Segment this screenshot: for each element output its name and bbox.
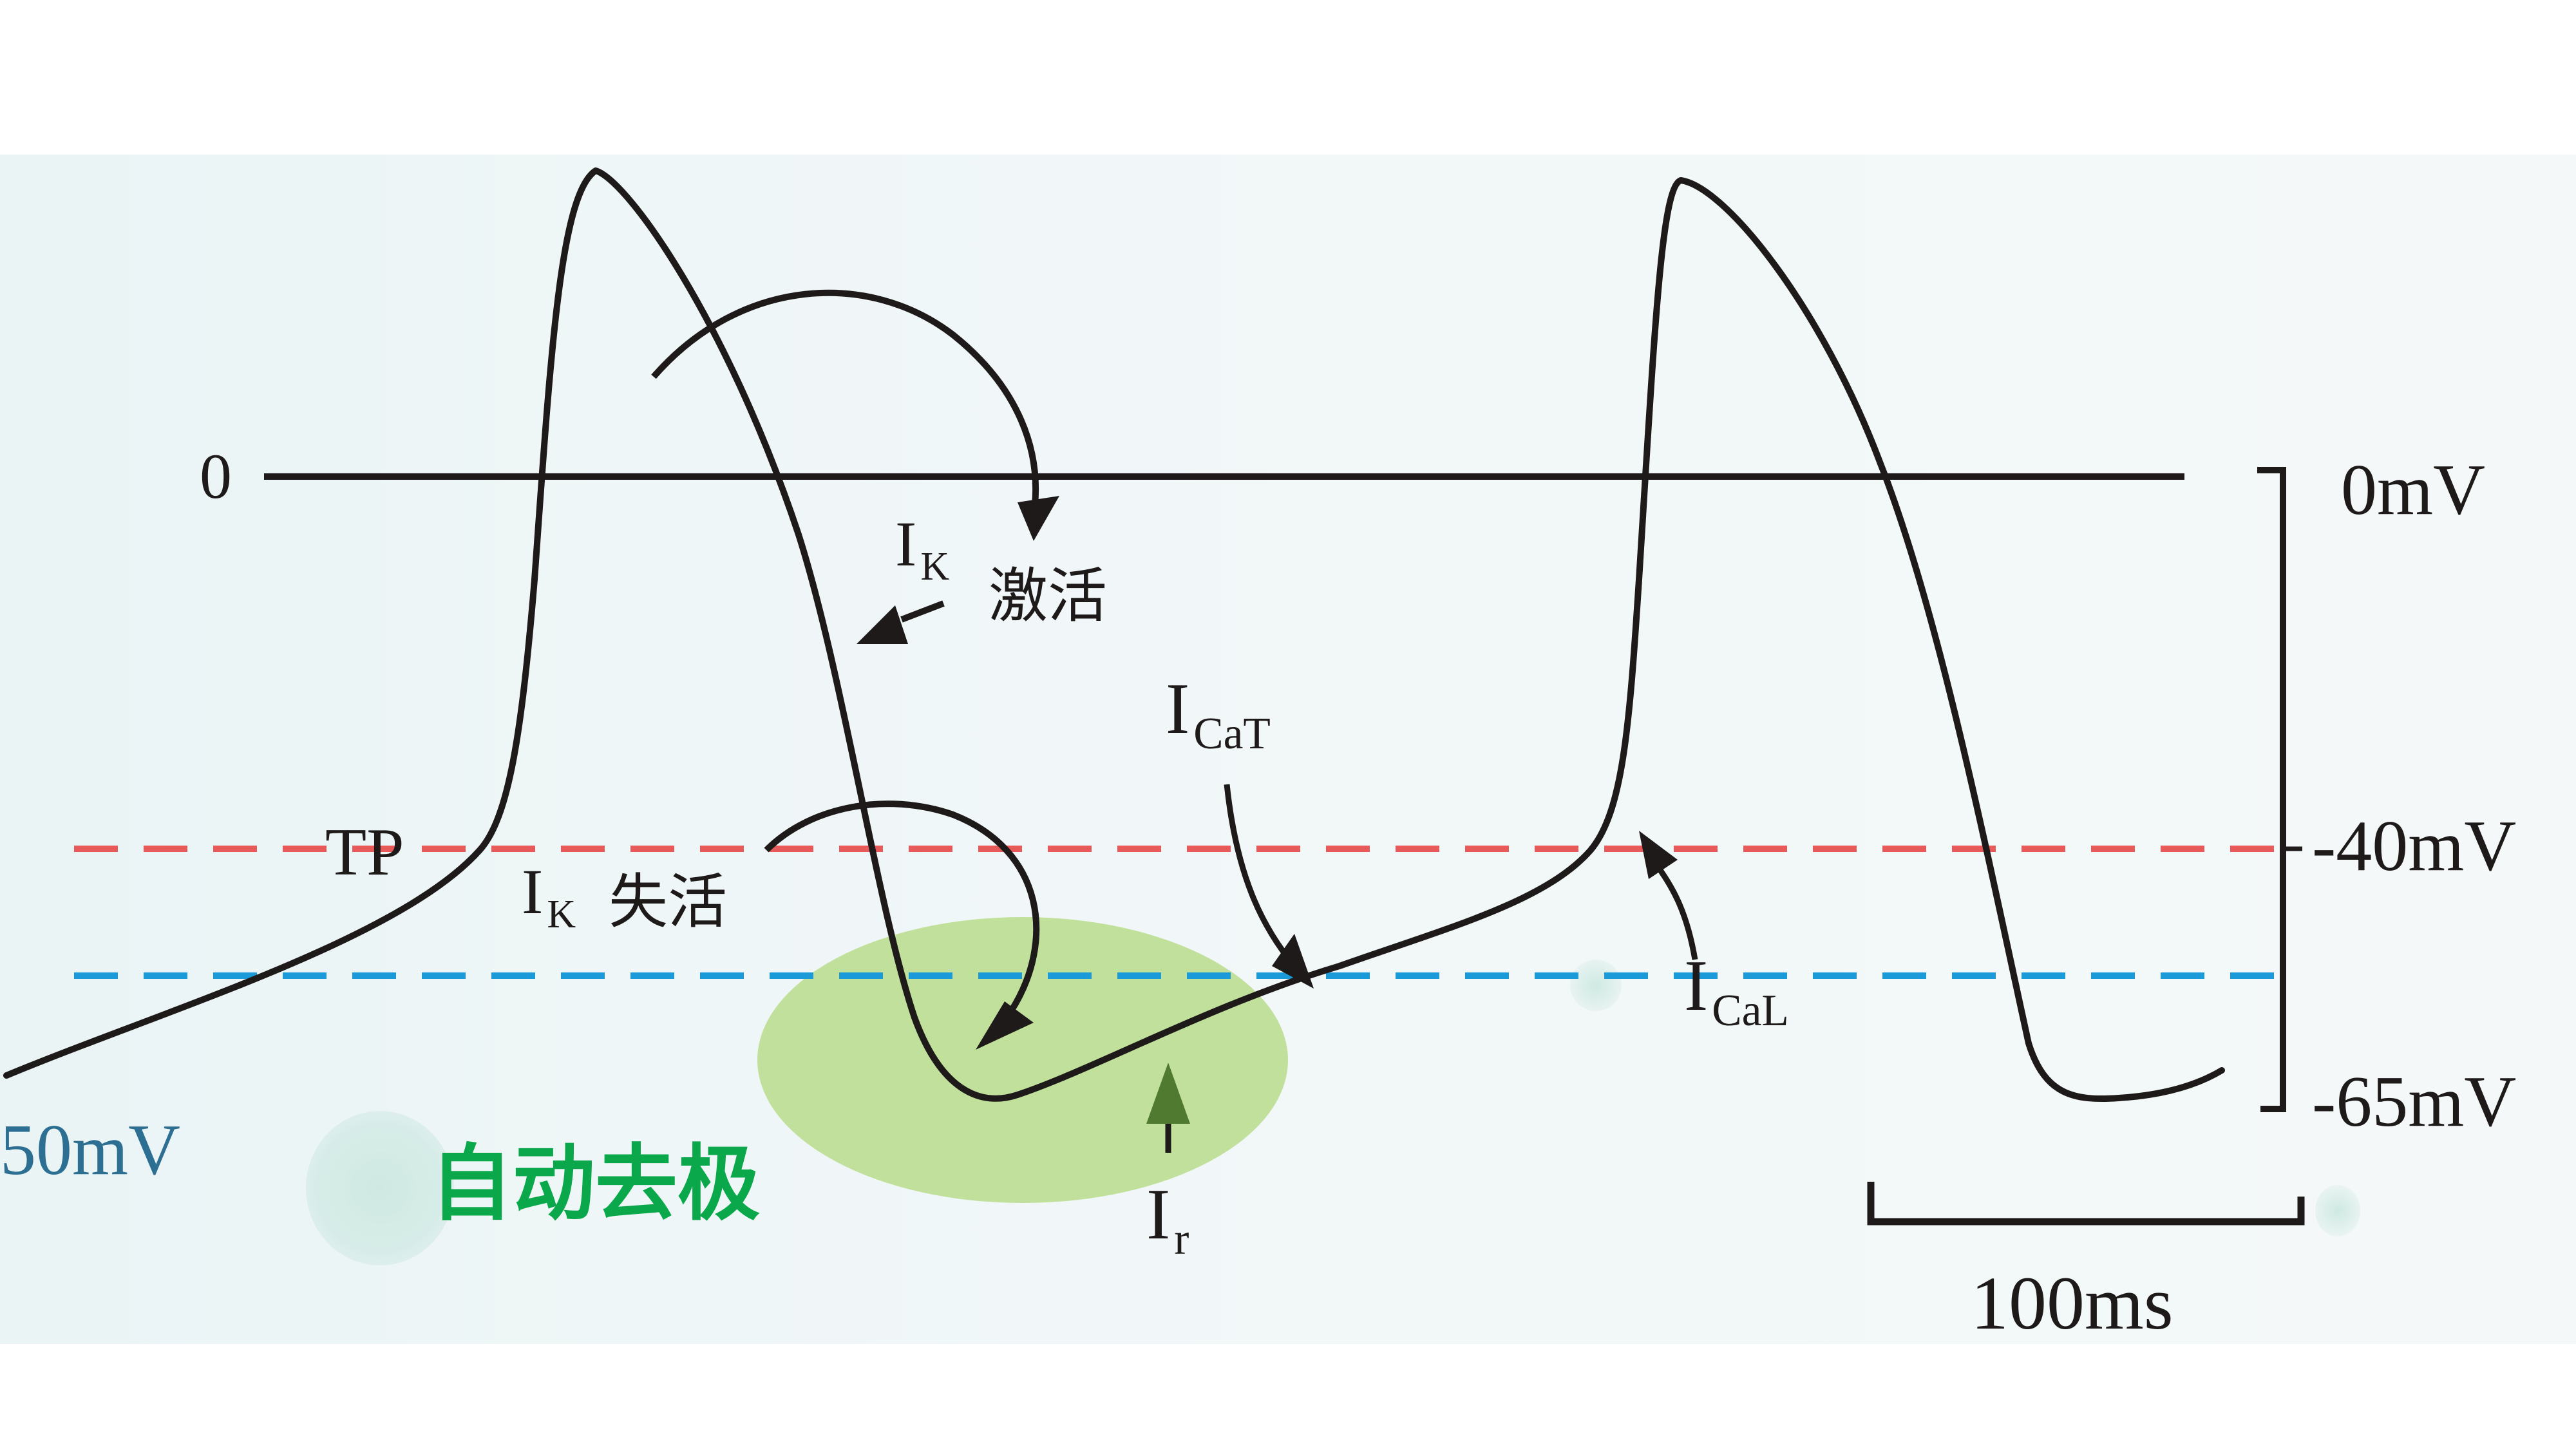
icat-arrow: [1224, 784, 1297, 968]
ical-symbol: I: [1684, 946, 1709, 1026]
ik-inactivation-arrow: [764, 800, 1040, 1013]
axis-label-minus40mv: -40mV: [2312, 806, 2517, 886]
ik-inactivation-symbol: I: [522, 856, 544, 927]
ik-activation-arrow: [651, 289, 1039, 516]
axis-label-0mv: 0mV: [2341, 450, 2485, 530]
icat-arrowhead: [1272, 934, 1314, 989]
voltage-axis-bracket: [2257, 467, 2286, 1112]
ir-label: Ir: [1146, 1179, 1189, 1262]
time-scale-bar: [1867, 1182, 2305, 1226]
ir-subscript: r: [1174, 1215, 1189, 1265]
decorative-dot: [2315, 1185, 2360, 1236]
icat-symbol: I: [1166, 669, 1190, 749]
ik-activation-symbol: I: [895, 508, 917, 580]
ir-arrowhead: [1146, 1063, 1190, 1124]
auto-depolarization-label: 自动去极: [430, 1136, 761, 1232]
ik-activation-subscript: K: [920, 544, 950, 589]
zero-left-label: 0: [200, 440, 232, 512]
decorative-circle: [306, 1111, 454, 1265]
ir-symbol: I: [1146, 1175, 1171, 1255]
ik-pointer-arrowhead: [857, 605, 908, 644]
membrane-potential-trace: [3, 167, 2225, 1103]
decorative-dot: [1570, 960, 1622, 1011]
left-axis-partial-label: 50mV: [0, 1110, 180, 1190]
ik-inactivation-text: 失活: [609, 867, 728, 936]
axis-label-minus65mv: -65mV: [2312, 1062, 2517, 1142]
ical-subscript: CaL: [1712, 986, 1789, 1036]
ik-inactivation-subscript: K: [547, 892, 576, 936]
ik-inactivation-label: IK: [522, 860, 576, 934]
ik-activation-text: 激活: [989, 562, 1108, 630]
ik-inactivation-arrowhead: [976, 1001, 1034, 1050]
ik-activation-label: IK: [895, 512, 949, 587]
tp-label: TP: [325, 814, 404, 889]
highlight-ellipse: [757, 917, 1288, 1203]
ical-arrow: [1653, 861, 1698, 960]
icat-label: ICaT: [1166, 673, 1271, 757]
ical-arrowhead: [1639, 831, 1678, 879]
icat-subscript: CaT: [1193, 709, 1271, 759]
ical-label: ICaL: [1684, 950, 1789, 1034]
ik-activation-arrowhead: [1018, 496, 1059, 541]
scale-bar-label: 100ms: [1971, 1261, 2174, 1345]
